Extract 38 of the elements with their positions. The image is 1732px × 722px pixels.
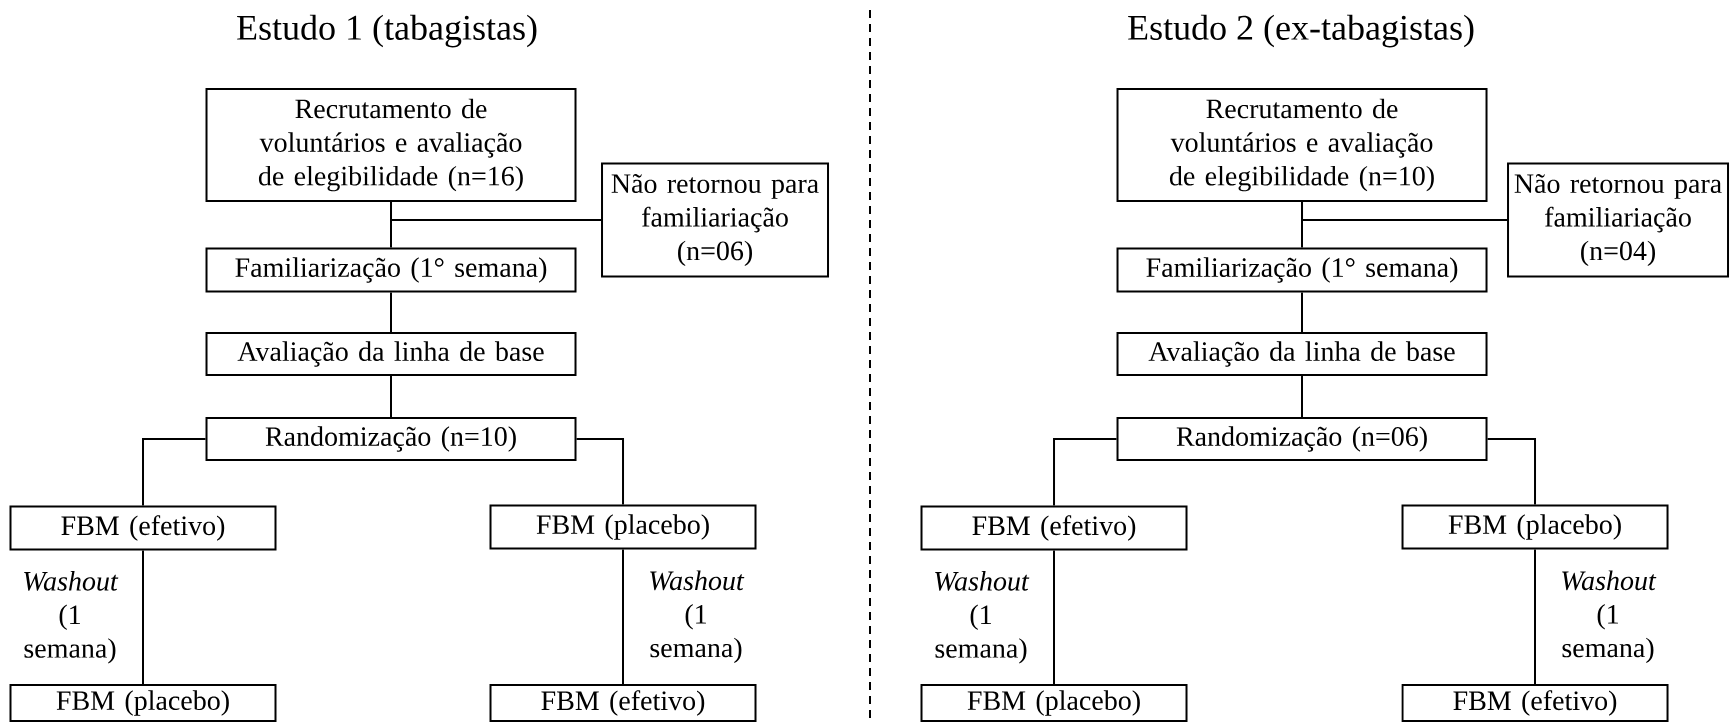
process-box: FBM (efetivo) xyxy=(489,684,757,722)
edge-label: Washout (1 semana) xyxy=(1562,570,1657,664)
edge-label: Washout (1 semana) xyxy=(935,571,1030,664)
process-box: FBM (placebo) xyxy=(489,504,757,550)
study-title: Estudo 2 (ex-tabagistas) xyxy=(1128,14,1474,48)
process-box: FBM (placebo) xyxy=(920,684,1188,722)
process-box: Familiarização (1° semana) xyxy=(205,247,577,293)
connector-line xyxy=(390,291,392,333)
process-box: FBM (placebo) xyxy=(1401,504,1669,550)
connector-line xyxy=(1053,438,1118,507)
connector-line xyxy=(1301,291,1303,333)
process-box: Randomização (n=06) xyxy=(1116,417,1488,461)
process-box: Recrutamento de voluntários e avaliação de elegibilidade (n=16) xyxy=(205,88,577,202)
connector-line xyxy=(622,548,624,685)
study-title: Estudo 1 (tabagistas) xyxy=(237,14,537,48)
connector-line xyxy=(1301,201,1508,221)
connector-line xyxy=(390,375,392,419)
process-box: FBM (efetivo) xyxy=(1401,684,1669,722)
edge-label: Washout (1 semana) xyxy=(650,570,745,664)
process-box: FBM (efetivo) xyxy=(920,505,1188,551)
process-box: Avaliação da linha de base xyxy=(205,332,577,377)
connector-line xyxy=(1053,549,1055,685)
connector-line xyxy=(1301,375,1303,419)
exclusion-box: Não retornou para familiariação (n=04) xyxy=(1507,162,1729,278)
connector-line xyxy=(1486,438,1536,506)
process-box: Recrutamento de voluntários e avaliação de elegibilidade (n=10) xyxy=(1116,88,1488,202)
process-box: FBM (placebo) xyxy=(9,684,277,722)
edge-label: Washout (1 semana) xyxy=(24,571,119,664)
connector-line xyxy=(142,438,207,507)
connector-line xyxy=(575,438,624,506)
process-box: Randomização (n=10) xyxy=(205,417,577,461)
process-box: Avaliação da linha de base xyxy=(1116,332,1488,377)
exclusion-box: Não retornou para familiariação (n=06) xyxy=(601,162,829,278)
process-box: FBM (efetivo) xyxy=(9,505,277,551)
connector-line xyxy=(142,549,144,685)
connector-line xyxy=(390,201,602,221)
process-box: Familiarização (1° semana) xyxy=(1116,247,1488,293)
connector-line xyxy=(1534,548,1536,685)
